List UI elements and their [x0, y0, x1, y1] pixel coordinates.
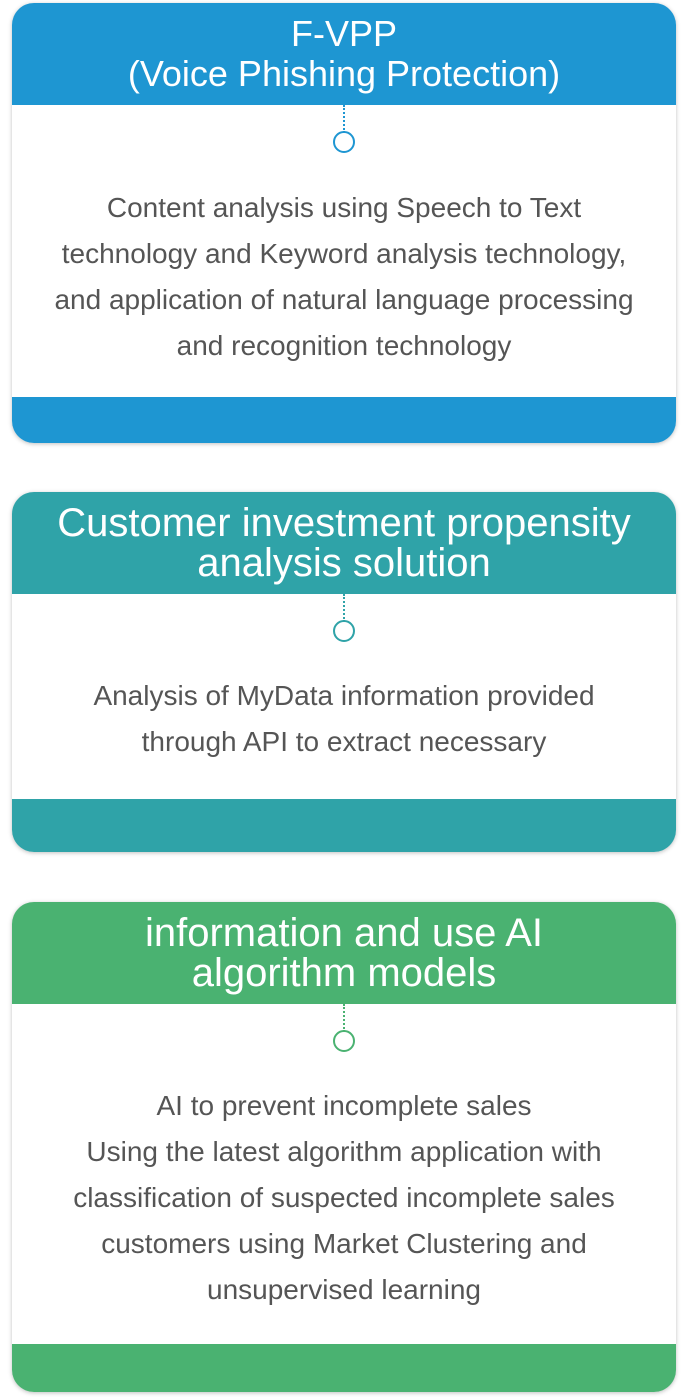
card-body: AI to prevent incomplete sales Using the…: [12, 1004, 676, 1344]
description-line: customers using Market Clustering and: [101, 1228, 587, 1259]
card-header: information and use AI algorithm models: [12, 902, 676, 1004]
description-line: and recognition technology: [176, 330, 512, 361]
card-header: Customer investment propensity analysis …: [12, 492, 676, 594]
card-description: Analysis of MyData information provided …: [12, 673, 676, 765]
card-title-line: information and use AI: [144, 911, 544, 955]
connector-line: [343, 594, 345, 622]
description-line: unsupervised learning: [207, 1274, 481, 1305]
card-title-line: (Voice Phishing Protection): [127, 53, 561, 94]
description-line: Using the latest algorithm application w…: [86, 1136, 602, 1167]
connector-line: [343, 1004, 345, 1032]
description-line: Analysis of MyData information provided: [93, 680, 595, 711]
description-line: through API to extract necessary: [141, 726, 547, 757]
card-footer-bar: [12, 799, 676, 852]
card-title-line: algorithm models: [191, 951, 497, 995]
description-line: classification of suspected incomplete s…: [73, 1182, 615, 1213]
feature-card-fvpp: F-VPP (Voice Phishing Protection) Conten…: [12, 3, 676, 443]
circle-node-icon: [333, 1030, 355, 1052]
connector-line: [343, 105, 345, 133]
card-title-line: analysis solution: [197, 541, 491, 585]
card-body: Analysis of MyData information provided …: [12, 594, 676, 799]
card-description: AI to prevent incomplete sales Using the…: [12, 1083, 676, 1313]
card-body: Content analysis using Speech to Text te…: [12, 105, 676, 397]
feature-card-ai-algorithm: information and use AI algorithm models …: [12, 902, 676, 1392]
description-line: and application of natural language proc…: [54, 284, 634, 315]
description-line: technology and Keyword analysis technolo…: [61, 238, 627, 269]
description-line: Content analysis using Speech to Text: [106, 192, 582, 223]
card-title-line: Customer investment propensity: [57, 501, 631, 545]
card-header: F-VPP (Voice Phishing Protection): [12, 3, 676, 105]
card-description: Content analysis using Speech to Text te…: [12, 185, 676, 369]
description-line: AI to prevent incomplete sales: [156, 1090, 532, 1121]
card-footer-bar: [12, 1344, 676, 1392]
circle-node-icon: [333, 131, 355, 153]
card-title-line: F-VPP: [290, 13, 397, 54]
circle-node-icon: [333, 620, 355, 642]
feature-card-investment-propensity: Customer investment propensity analysis …: [12, 492, 676, 852]
card-footer-bar: [12, 397, 676, 443]
